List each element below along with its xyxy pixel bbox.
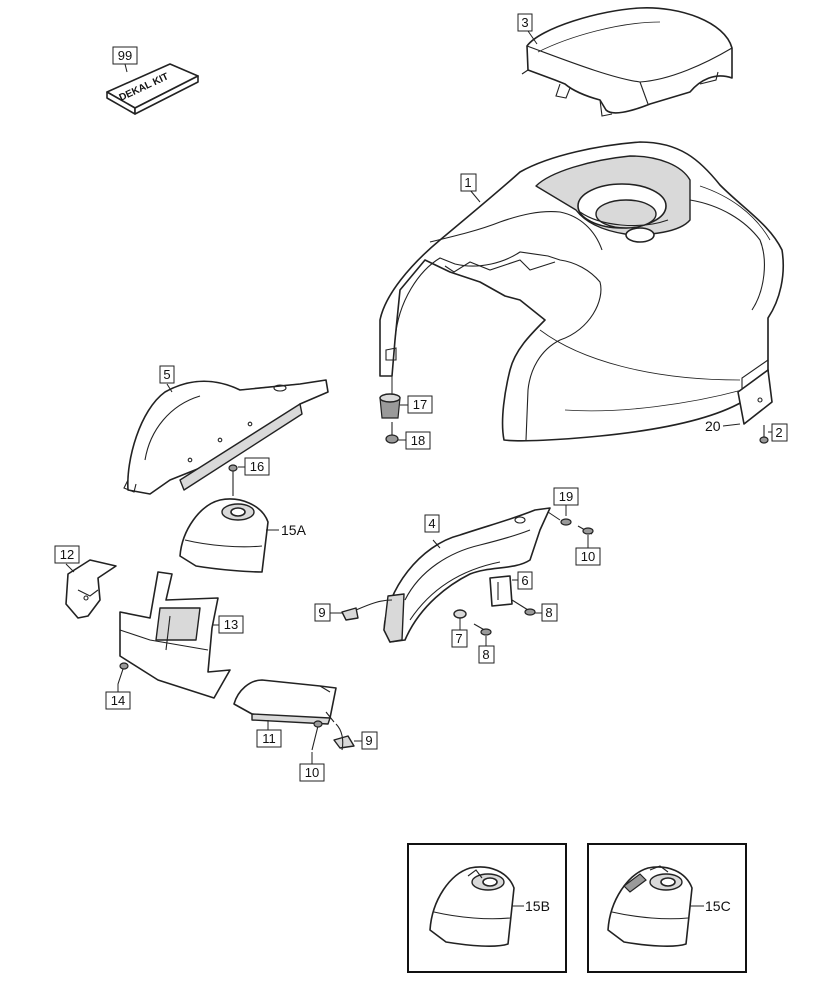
callout-10-lower: 10: [299, 763, 325, 782]
callout-14: 14: [105, 691, 131, 710]
callout-8-lower: 8: [478, 645, 495, 664]
main-hood: [379, 141, 785, 442]
svg-text:18: 18: [411, 433, 425, 448]
svg-text:5: 5: [163, 367, 170, 382]
screw-10-lower: [311, 720, 323, 751]
screw-8-lower: [473, 623, 492, 636]
clip-9-lower: [333, 723, 355, 751]
callout-19: 19: [553, 487, 579, 506]
hood-bracket: [737, 369, 773, 425]
callout-10-right: 10: [575, 547, 601, 566]
svg-text:11: 11: [262, 731, 276, 746]
svg-text:10: 10: [581, 549, 595, 564]
left-fender: [123, 379, 329, 495]
callout-99: 99: [112, 46, 138, 65]
callout-20: 20: [705, 418, 721, 434]
screw-18: [385, 422, 399, 444]
top-lid: [521, 7, 733, 117]
bracket-12: [65, 559, 117, 619]
svg-text:17: 17: [413, 397, 427, 412]
screw-8-upper: [511, 599, 536, 616]
callout-15c: 15C: [705, 898, 731, 914]
callout-1: 1: [460, 173, 477, 192]
svg-text:19: 19: [559, 489, 573, 504]
svg-text:1: 1: [464, 175, 471, 190]
callout-15a: 15A: [281, 522, 307, 538]
svg-text:12: 12: [60, 547, 74, 562]
callout-18: 18: [405, 431, 431, 450]
inset-15b: 15B: [407, 843, 567, 973]
callout-3: 3: [517, 13, 533, 32]
bolt-16: [228, 464, 238, 496]
callout-4: 4: [424, 514, 440, 533]
screw-10-right: [577, 525, 594, 535]
front-panel-13: [119, 571, 231, 699]
svg-text:7: 7: [455, 631, 462, 646]
callout-11: 11: [256, 729, 282, 748]
right-fender: [383, 507, 551, 643]
callout-6: 6: [517, 571, 533, 590]
svg-text:14: 14: [111, 693, 125, 708]
inset-15c: 15C: [587, 843, 747, 973]
svg-text:99: 99: [118, 48, 132, 63]
svg-text:2: 2: [775, 425, 782, 440]
clip-9-fender: [341, 599, 393, 621]
lower-panel-11: [233, 679, 337, 725]
svg-text:9: 9: [318, 605, 325, 620]
callout-13: 13: [218, 615, 244, 634]
callout-16: 16: [244, 457, 270, 476]
svg-text:3: 3: [521, 15, 528, 30]
svg-text:16: 16: [250, 459, 264, 474]
screw-14: [117, 662, 129, 685]
callout-7: 7: [451, 629, 468, 648]
callout-8-upper: 8: [541, 603, 558, 622]
bracket-6: [489, 575, 513, 607]
callout-5: 5: [159, 365, 175, 384]
screw-2: [759, 425, 769, 444]
callout-15b: 15B: [525, 898, 550, 914]
callout-2: 2: [771, 423, 788, 442]
washer-19: [560, 518, 572, 526]
svg-text:8: 8: [545, 605, 552, 620]
svg-text:6: 6: [521, 573, 528, 588]
tank-cover-15a: [179, 498, 269, 573]
svg-text:8: 8: [482, 647, 489, 662]
callout-9-lower: 9: [361, 731, 378, 750]
washer-7: [453, 609, 467, 619]
rubber-bumper: [379, 393, 401, 419]
callout-12: 12: [54, 545, 80, 564]
decal-kit: DEKAL KIT: [106, 63, 199, 115]
callout-9-fender: 9: [314, 603, 331, 622]
svg-text:9: 9: [365, 733, 372, 748]
svg-text:13: 13: [224, 617, 238, 632]
callout-17: 17: [407, 395, 433, 414]
svg-text:10: 10: [305, 765, 319, 780]
svg-text:4: 4: [428, 516, 435, 531]
